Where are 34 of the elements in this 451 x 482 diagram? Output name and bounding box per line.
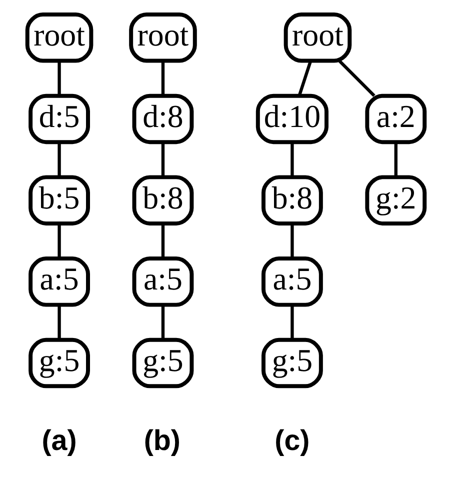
node-box: b:8 [132,175,194,226]
node-box: g:2 [364,175,426,226]
connector [394,142,397,178]
connector [160,305,164,340]
label: (b) [143,424,180,457]
node-box: b:8 [261,175,322,226]
node-box: root [128,12,196,63]
node-box: g:5 [28,338,90,388]
connector [160,60,164,96]
node-box: d:8 [132,94,194,144]
connector [160,224,164,258]
connector [57,224,60,258]
connector [290,305,294,340]
node-box: a:5 [28,256,90,307]
node-box: d:10 [255,94,328,144]
connector [57,305,60,340]
label: (c) [274,424,310,457]
node-box: root [283,12,352,63]
node-box: d:5 [28,94,90,144]
connector [290,224,294,258]
node-box: a:5 [261,256,322,307]
connector [57,60,60,96]
node-box: a:2 [364,94,426,144]
connector [57,142,60,178]
node-box: b:5 [28,175,90,226]
connector [297,60,312,96]
node-box: g:5 [132,338,194,388]
connector [160,142,164,178]
connector [290,142,294,178]
node-box: root [24,12,93,63]
label: (a) [41,424,76,457]
node-box: g:5 [261,338,322,388]
connector [338,60,375,97]
node-box: a:5 [132,256,194,307]
